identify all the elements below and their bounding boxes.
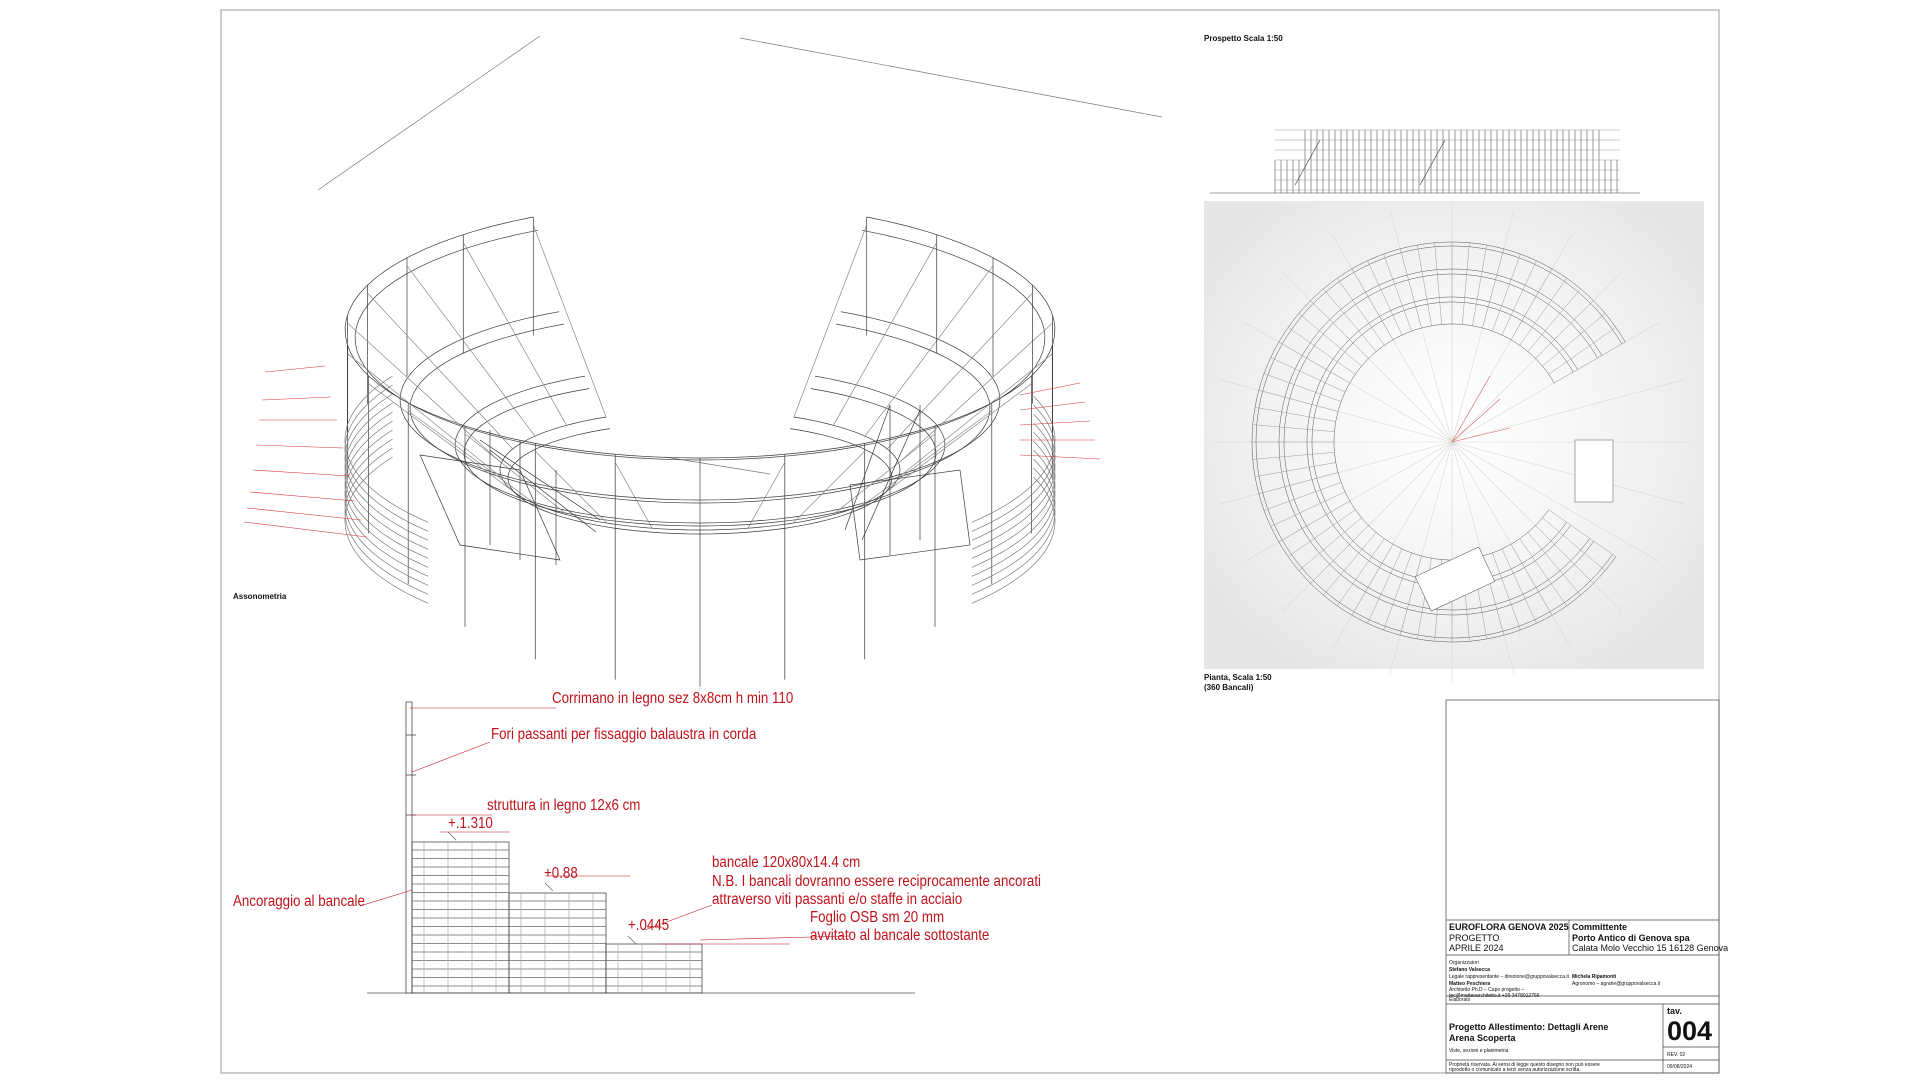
organizer-line-2: Legale rappresentante – direzione@gruppo…: [1449, 974, 1569, 980]
section-drawing: [359, 701, 915, 994]
plan-drawing: [1204, 201, 1704, 682]
footer-date: 09/08/2024: [1667, 1064, 1693, 1070]
revision: REV. 02: [1667, 1052, 1686, 1058]
anchoring-annotation: Ancoraggio al bancale: [233, 893, 365, 910]
level-low-label: +.0445: [628, 917, 670, 934]
axonometric-drawing: [243, 35, 1163, 687]
elevation-title: Prospetto Scala 1:50: [1204, 34, 1283, 43]
note-line-2: attraverso viti passanti e/o staffe in a…: [712, 891, 963, 908]
client-address: Calata Molo Vecchio 15 16128 Genova: [1572, 943, 1729, 953]
organizers-label: Organizzatori: [1449, 960, 1479, 966]
elevation-drawing: [1210, 129, 1640, 194]
footer-note-2: riprodotto o comunicato a terzi senza au…: [1449, 1067, 1581, 1073]
plan-subtitle: (360 Bancali): [1204, 683, 1254, 692]
level-top-label: +.1.310: [448, 815, 493, 832]
osb-annotation-2: avvitato al bancale sottostante: [810, 927, 990, 944]
note-line-1: N.B. I bancali dovranno essere reciproca…: [712, 873, 1041, 890]
organizer-line-3: Matteo Peschiera: [1449, 981, 1491, 987]
handrail-annotation: Corrimano in legno sez 8x8cm h min 110: [552, 690, 794, 707]
tav-number: 004: [1667, 1016, 1713, 1046]
structure-annotation: struttura in legno 12x6 cm: [487, 797, 641, 814]
project-phase: PROGETTO: [1449, 933, 1500, 943]
footer-note-1: Proprietà riservata. Ai sensi di legge q…: [1449, 1062, 1600, 1068]
event-name: EUROFLORA GENOVA 2025: [1449, 922, 1569, 932]
elaborate-label: Elaborato: [1449, 997, 1471, 1003]
organizer-right-2: Agronomo – agrarie@gruppovalsecca.it: [1572, 981, 1661, 987]
axonometric-title: Assonometria: [233, 592, 287, 601]
sheet-border: [220, 9, 1720, 1074]
osb-annotation-1: Foglio OSB sm 20 mm: [810, 909, 945, 926]
client-label: Committente: [1572, 922, 1628, 932]
left-stair-block: [419, 430, 601, 565]
title-block-frame: [1445, 699, 1720, 1074]
project-date: APRILE 2024: [1449, 943, 1504, 953]
client-name: Porto Antico di Genova spa: [1572, 933, 1690, 943]
organizer-right-1: Michela Ripamonti: [1572, 974, 1617, 980]
project-title-2: Arena Scoperta: [1449, 1033, 1516, 1043]
project-title-1: Progetto Allestimento: Dettagli Arene: [1449, 1022, 1609, 1032]
organizer-line-4: Architetto Ph.D – Capo progetto –: [1449, 987, 1525, 993]
tav-label: tav.: [1667, 1006, 1682, 1016]
plan-title: Pianta, Scala 1:50: [1204, 673, 1272, 682]
organizer-line-1: Stefano Valsecca: [1449, 967, 1490, 973]
pallet-annotation: bancale 120x80x14.4 cm: [712, 854, 861, 871]
right-stair-block: [844, 404, 971, 561]
level-mid-label: +0.88: [544, 865, 578, 882]
holes-annotation: Fori passanti per fissaggio balaustra in…: [491, 726, 757, 743]
organizer-line-5: tec@matteoarchitetto.it +39 3478012766: [1449, 993, 1540, 999]
drawing-subtitle: Viste, sezioni e planimetria: [1449, 1048, 1509, 1054]
